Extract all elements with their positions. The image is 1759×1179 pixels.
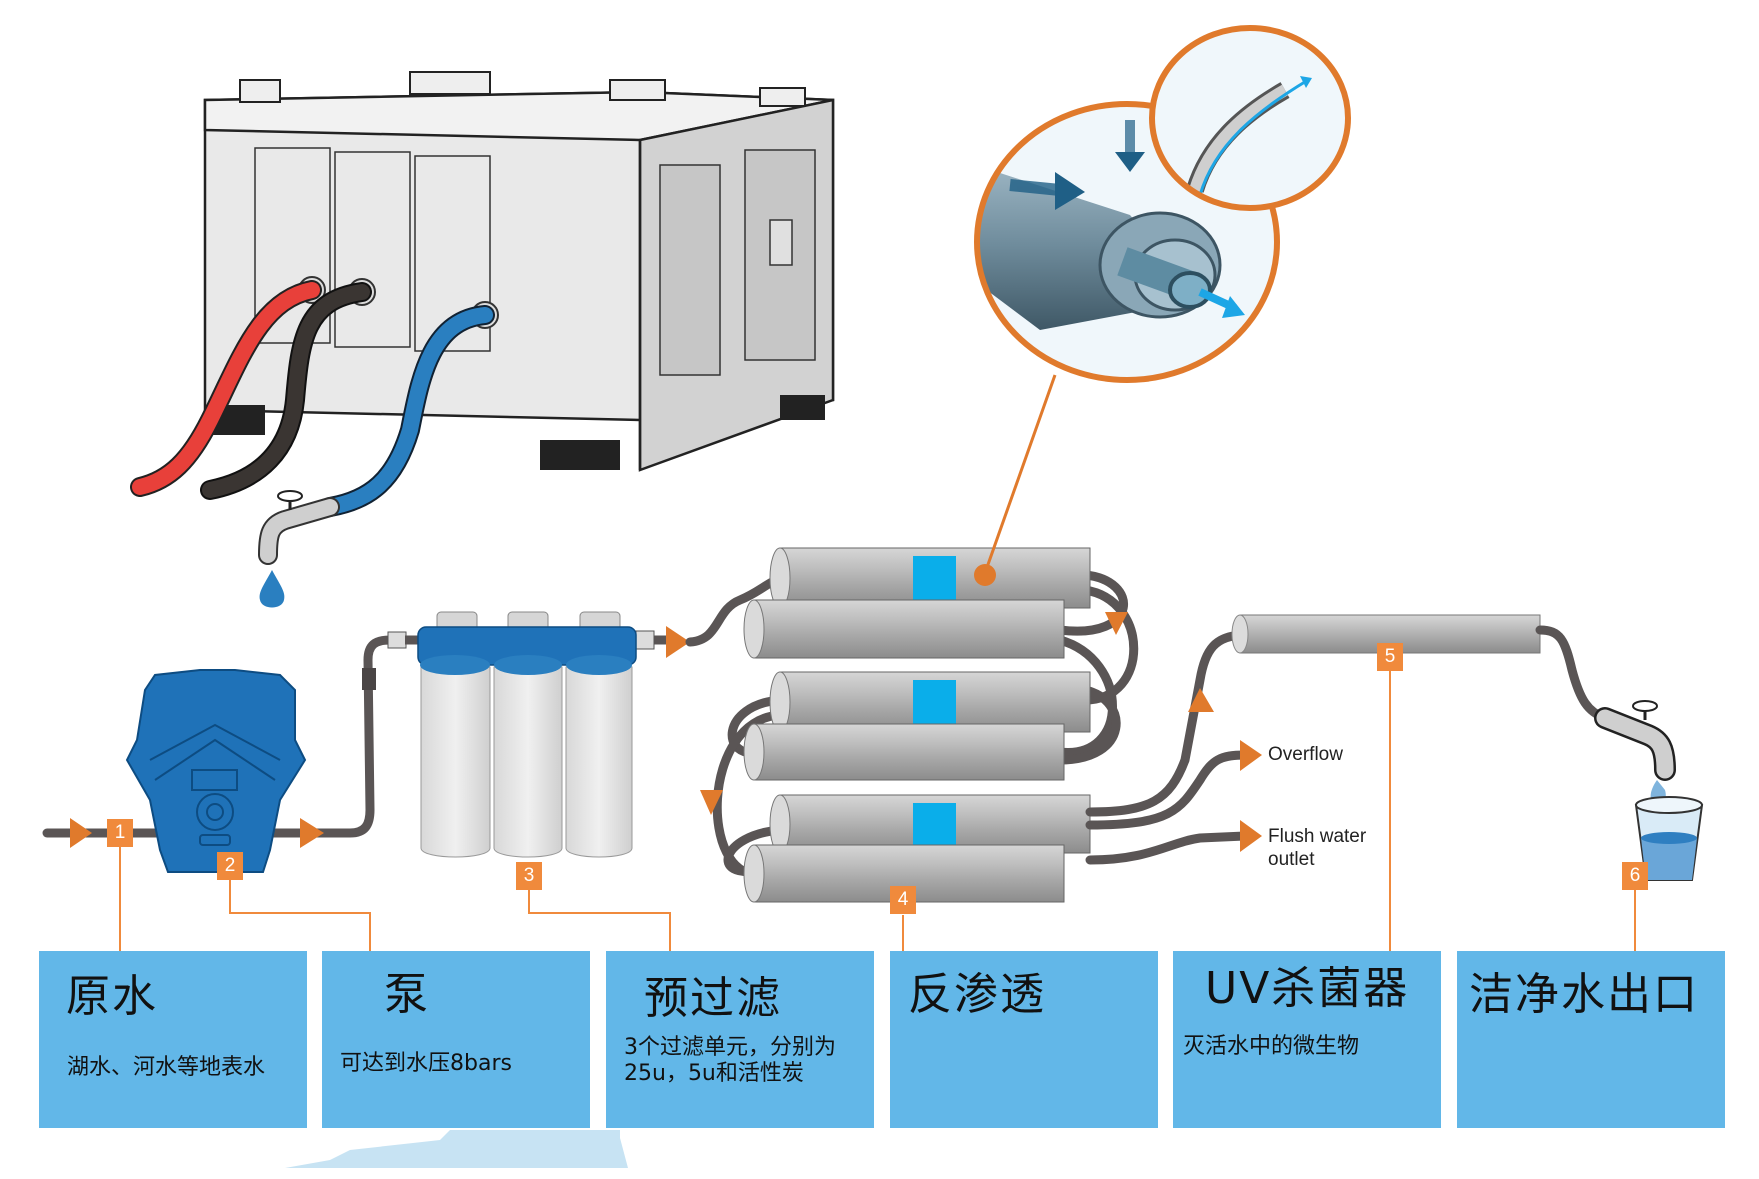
faucet-icon: [1594, 700, 1676, 781]
water-drop-icon: [259, 570, 285, 608]
stage-box-pump: 泵 可达到水压8bars: [322, 951, 590, 1128]
step-number-6: 6: [1622, 862, 1648, 890]
ro-tube-end: [769, 547, 791, 609]
storage-tank-icon: [203, 71, 835, 472]
tank-faucet-icon: [258, 490, 340, 565]
label-connectors: [119, 671, 1636, 951]
stage-box-raw-water: 原水 湖水、河水等地表水: [39, 951, 307, 1128]
ro-tube-end: [769, 794, 791, 854]
stage-description-line1: 3个过滤单元，分别为: [624, 1035, 836, 1060]
stage-box-reverse-osmosis: 反渗透: [890, 951, 1158, 1128]
uv-sterilizer-icon: [1231, 614, 1541, 654]
membrane-marker: [913, 803, 956, 845]
overflow-label: Overflow: [1268, 744, 1343, 765]
stage-description: 可达到水压8bars: [340, 1051, 512, 1076]
stage-title: 泵: [384, 969, 430, 1020]
decorative-water-shape: [285, 1130, 628, 1168]
water-pump-icon: [125, 669, 307, 873]
water-glass-icon: [1634, 780, 1704, 881]
stage-description: 灭活水中的微生物: [1183, 1034, 1360, 1059]
flow-arrow: [1105, 612, 1128, 635]
cartridge-filter-icon: [405, 611, 680, 858]
flush-water-label: Flush water: [1268, 826, 1367, 847]
flush-arrow: [1240, 820, 1262, 852]
flush-pipe: [1085, 831, 1250, 865]
step-number-1: 1: [107, 819, 133, 847]
membrane-marker: [913, 680, 956, 724]
stage-title: 洁净水出口: [1469, 969, 1699, 1020]
flow-arrow: [1188, 688, 1214, 712]
flush-outlet-label: outlet: [1268, 849, 1315, 870]
ro-membrane-tube: [753, 599, 1065, 659]
stage-box-clean-water-outlet: 洁净水出口: [1457, 951, 1725, 1128]
step-number-4: 4: [890, 886, 916, 914]
stage-title: 预过滤: [644, 973, 782, 1024]
ro-connector-hose: [1059, 685, 1121, 765]
overflow-pipe: [1085, 750, 1250, 830]
overflow-arrow: [1240, 740, 1262, 771]
flow-arrow: [666, 626, 690, 658]
ro-membrane-tube: [753, 723, 1065, 781]
stage-box-uv-sterilizer: UV杀菌器 灭活水中的微生物: [1173, 951, 1441, 1128]
reverse-osmosis-membrane-icon: [712, 547, 1139, 903]
stage-title: UV杀菌器: [1205, 963, 1410, 1014]
step-number-5: 5: [1377, 643, 1403, 671]
callout-line: [983, 374, 1057, 574]
uv-to-faucet-pipe: [1535, 625, 1610, 723]
step-number-2: 2: [217, 852, 243, 880]
flow-arrow: [300, 818, 324, 848]
membrane-detail-callout-icon: [974, 25, 1351, 383]
ro-to-uv-pipe: [1085, 630, 1250, 817]
ro-tube-end: [769, 671, 791, 733]
stage-description-line2: 25u，5u和活性炭: [624, 1061, 804, 1086]
flow-arrow: [700, 790, 723, 815]
ro-tube-end: [743, 723, 765, 781]
ro-tube-end: [743, 599, 765, 659]
step-number-3: 3: [516, 862, 542, 890]
stage-title: 反渗透: [908, 969, 1046, 1020]
stage-title: 原水: [66, 971, 158, 1022]
callout-dot: [974, 564, 996, 586]
ro-tube-end: [743, 844, 765, 903]
stage-box-prefilter: 预过滤 3个过滤单元，分别为 25u，5u和活性炭: [606, 951, 874, 1128]
pump-to-filter-pipe: [257, 635, 425, 838]
membrane-marker: [913, 556, 956, 600]
flow-arrow: [70, 818, 92, 848]
stage-description: 湖水、河水等地表水: [67, 1055, 266, 1080]
